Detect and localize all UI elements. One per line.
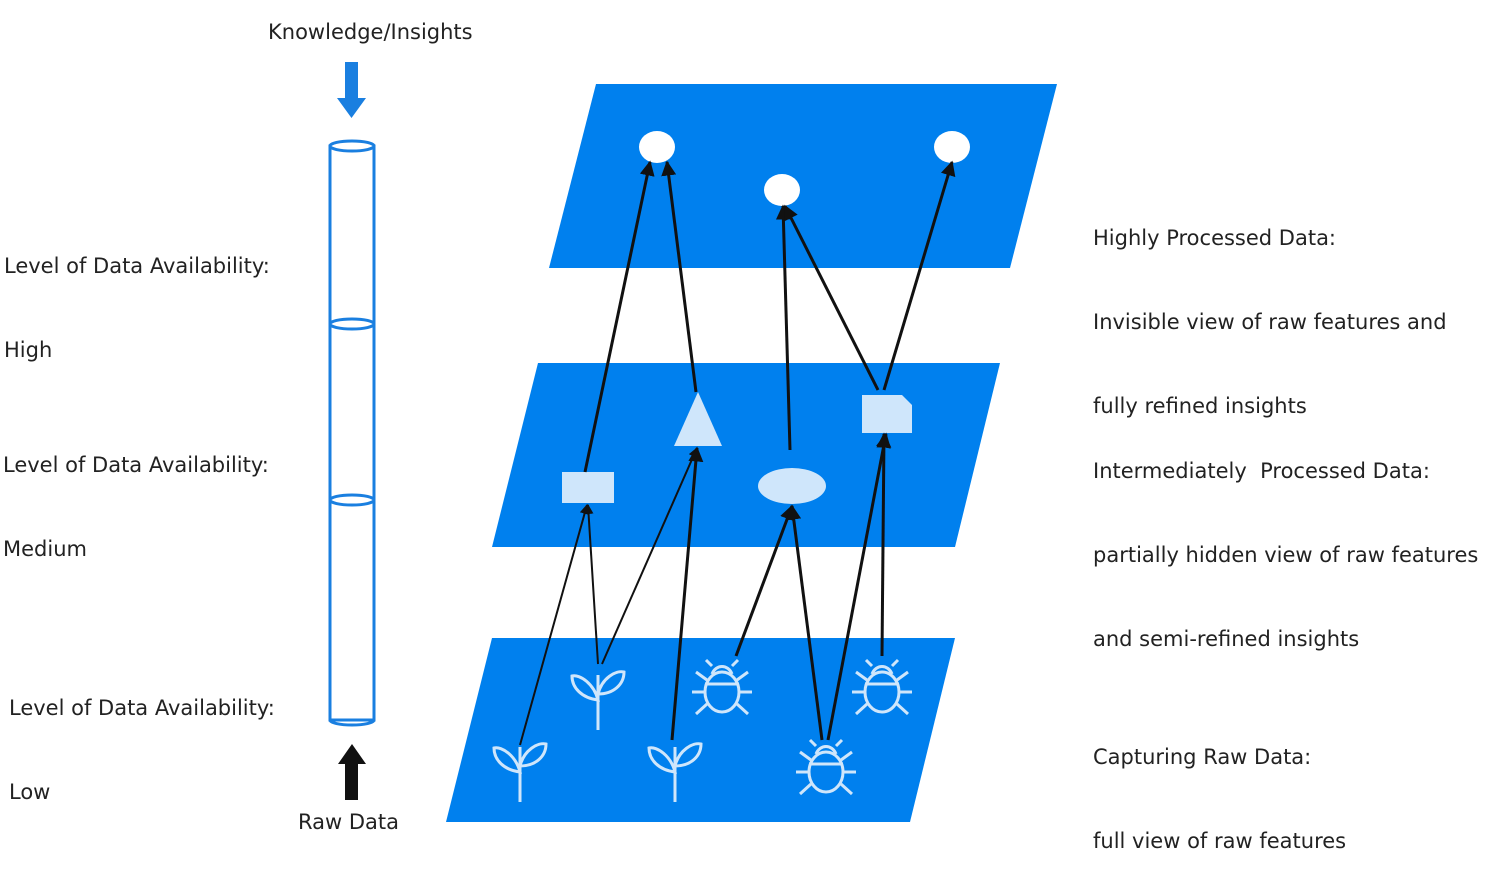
desc-intermediate: Intermediately Processed Data: partially… (1093, 401, 1478, 681)
availability-low: Level of Data Availability: Low (9, 638, 275, 834)
connector (734, 504, 795, 657)
connector (826, 432, 891, 741)
availability-low-line2: Low (9, 780, 51, 804)
availability-tube (328, 139, 376, 727)
layer-intermediate (492, 363, 1000, 547)
desc-mid-line1: Intermediately Processed Data: (1093, 459, 1430, 483)
desc-raw-line1: Capturing Raw Data: (1093, 745, 1312, 769)
connector (583, 160, 655, 473)
desc-mid-line3: and semi-refined insights (1093, 627, 1360, 651)
availability-medium-line1: Level of Data Availability: (3, 453, 269, 477)
connector (775, 204, 792, 451)
tube-ring-upper (328, 317, 376, 331)
tube-top-ring (328, 139, 376, 153)
availability-high: Level of Data Availability: High (4, 196, 270, 392)
connector (882, 160, 956, 391)
mid-node-triangle (674, 392, 722, 446)
up-arrow-icon (338, 744, 366, 800)
down-arrow-icon (337, 62, 366, 118)
connector (661, 160, 698, 393)
connector (583, 504, 599, 665)
insight-node-1 (639, 131, 675, 163)
desc-high-line2: Invisible view of raw features and (1093, 310, 1447, 334)
desc-mid-line2: partially hidden view of raw features (1093, 543, 1479, 567)
desc-high-line3: fully refined insights (1093, 394, 1307, 418)
mid-node-rectangle (562, 472, 614, 503)
connectors-raw-to-mid (519, 432, 892, 746)
insight-node-2 (764, 174, 800, 206)
desc-highly-processed: Highly Processed Data: Invisible view of… (1093, 168, 1447, 448)
availability-medium-line2: Medium (3, 537, 87, 561)
connectors-mid-to-top (583, 160, 956, 473)
connector (783, 204, 880, 391)
mid-node-ellipse (758, 468, 826, 504)
availability-high-line1: Level of Data Availability: (4, 254, 270, 278)
availability-low-line1: Level of Data Availability: (9, 696, 275, 720)
desc-high-line1: Highly Processed Data: (1093, 226, 1337, 250)
connector (786, 504, 824, 741)
bottom-label: Raw Data (298, 810, 399, 834)
insight-node-3 (934, 131, 970, 163)
availability-high-line2: High (4, 338, 53, 362)
connector (519, 504, 590, 746)
connector (670, 446, 704, 741)
diagram-canvas (328, 62, 1057, 822)
tube-ring-lower (328, 493, 376, 507)
connector (601, 447, 698, 665)
availability-medium: Level of Data Availability: Medium (3, 395, 269, 591)
mid-node-snipped-square (862, 395, 912, 433)
top-label: Knowledge/Insights (268, 20, 473, 44)
connector (876, 432, 892, 657)
tube-bottom-curve (328, 719, 376, 727)
